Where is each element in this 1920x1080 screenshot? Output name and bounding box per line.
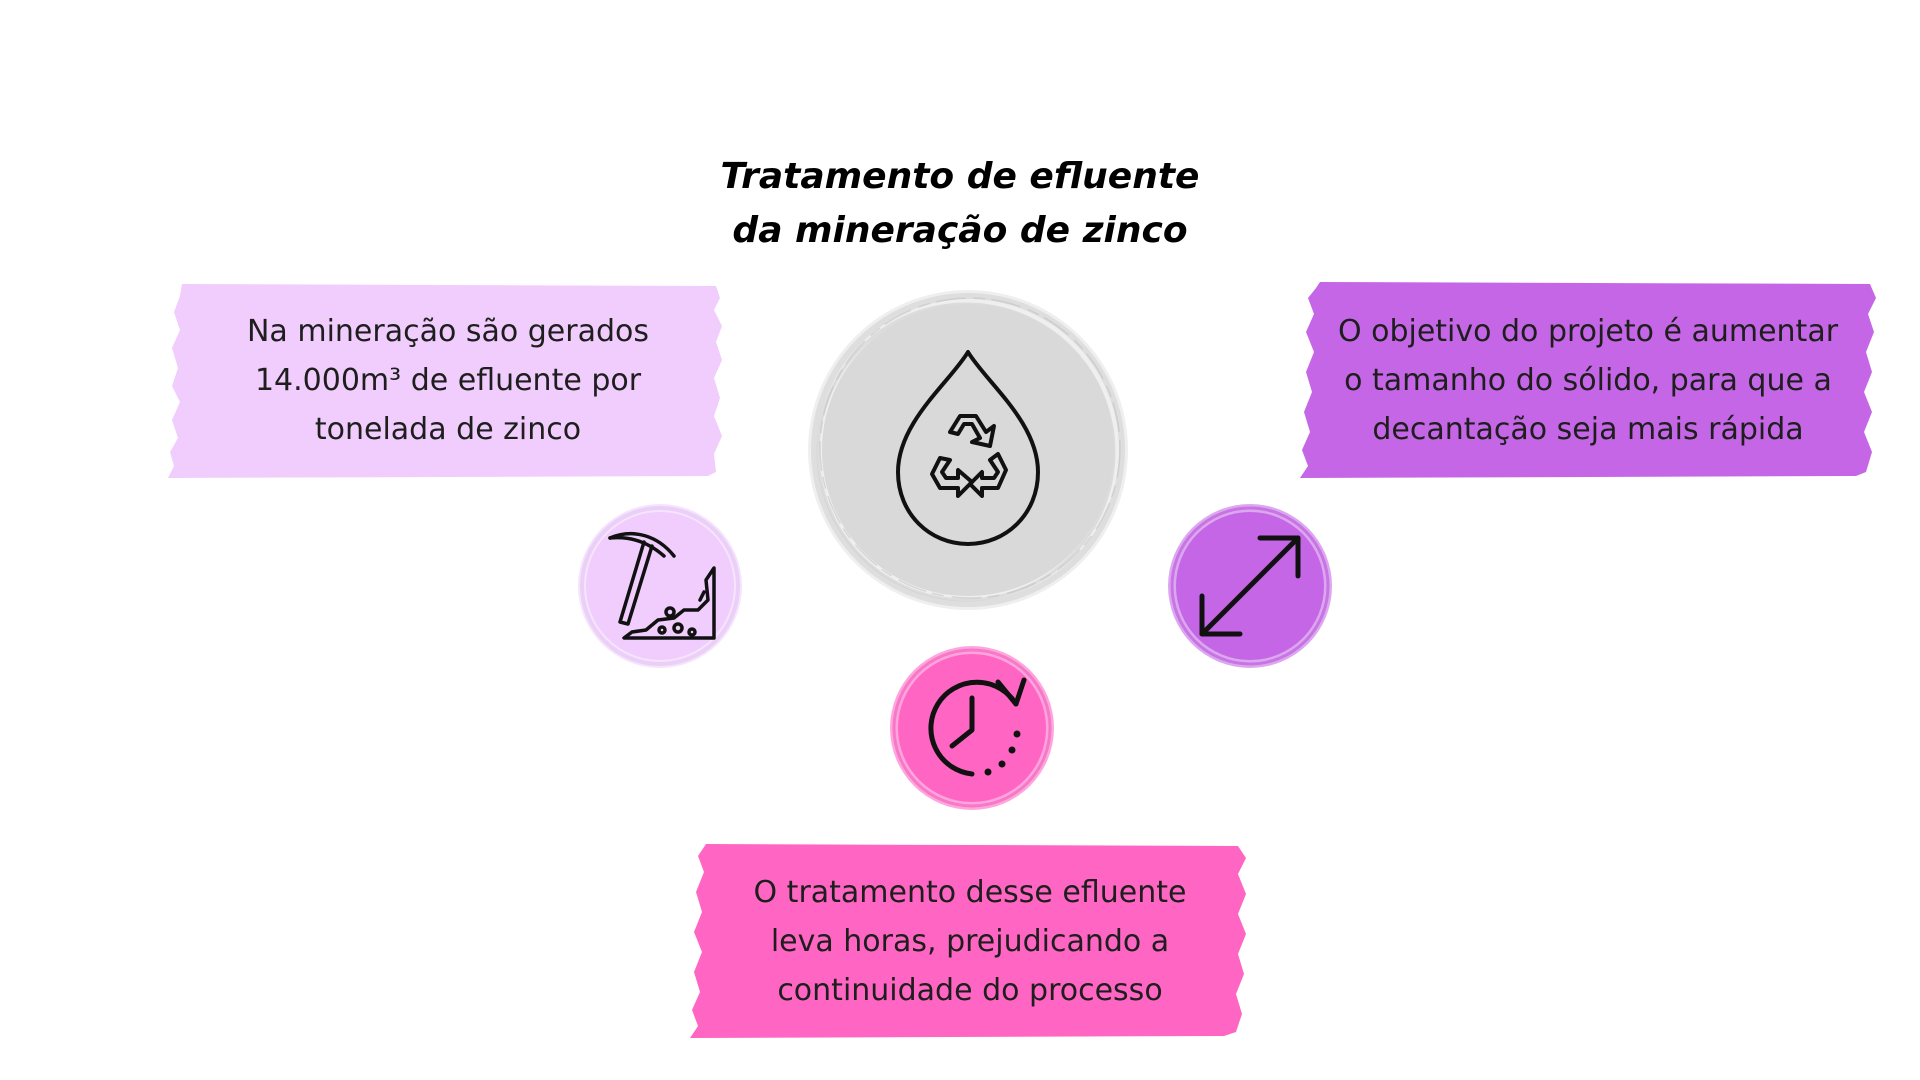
left-box-line-1: Na mineração são gerados: [246, 313, 650, 349]
left-box-background: [168, 284, 722, 478]
diagram-title: Tratamento de efluente da mineração de z…: [660, 150, 1260, 258]
right-box-line-1: O objetivo do projeto é aumentar: [1337, 313, 1839, 349]
clock-refresh-icon: [890, 646, 1054, 810]
center-circle: [800, 282, 1136, 618]
bottom-box-line-2: leva horas, prejudicando a: [770, 923, 1170, 959]
right-icon-circle: [1164, 500, 1336, 672]
pickaxe-mining-icon: [578, 504, 742, 668]
diagonal-resize-arrow-icon: [1168, 504, 1332, 668]
right-box-line-3: decantação seja mais rápida: [1372, 411, 1804, 447]
right-box-background: [1300, 282, 1876, 478]
bottom-icon-circle: [886, 642, 1058, 814]
right-box-line-2: o tamanho do sólido, para que a: [1344, 362, 1832, 398]
left-box-line-2: 14.000m³ de efluente por: [254, 362, 642, 398]
bottom-box-background: [690, 844, 1246, 1038]
title-line-2: da mineração de zinco: [732, 210, 1188, 251]
title-line-1: Tratamento de efluente: [720, 156, 1200, 197]
bottom-text-box: O tratamento desse efluente leva horas, …: [690, 842, 1250, 1040]
bottom-box-line-1: O tratamento desse efluente: [753, 874, 1187, 910]
left-icon-circle: [574, 500, 746, 672]
left-box-line-3: tonelada de zinco: [314, 411, 582, 447]
bottom-box-line-3: continuidade do processo: [777, 972, 1163, 1008]
right-text-box: O objetivo do projeto é aumentar o taman…: [1300, 280, 1876, 480]
left-text-box: Na mineração são gerados 14.000m³ de efl…: [168, 282, 728, 478]
water-drop-recycle-icon: [808, 290, 1128, 610]
